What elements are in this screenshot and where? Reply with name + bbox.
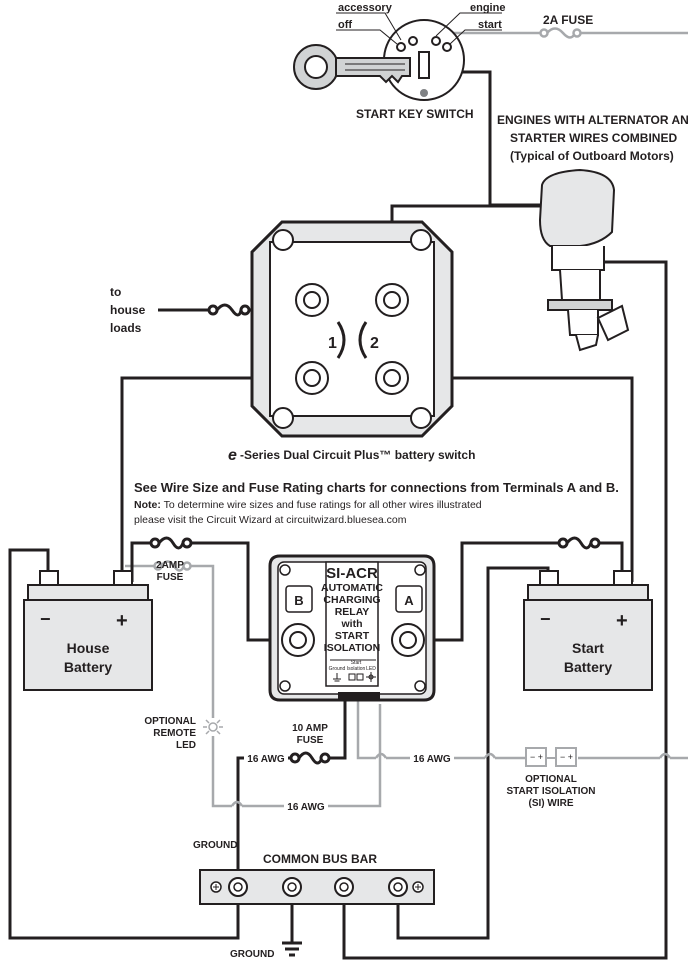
remote-led-line2: REMOTE: [153, 728, 196, 739]
start-battery-line1: Start: [572, 640, 604, 656]
note-line2: please visit the Circuit Wizard at circu…: [134, 514, 407, 526]
relay-line5: with: [341, 618, 363, 630]
ground-symbol-icon: [282, 941, 302, 957]
fuse-house-loads-symbol: [207, 303, 251, 317]
wire-label-16awg-a: 16 AWG: [247, 754, 285, 765]
fuse-10amp-line2: FUSE: [297, 735, 324, 746]
relay-terminal-b: B: [294, 593, 303, 608]
switch-circuit-1: 1: [328, 335, 337, 352]
fuse-2amp-line1: 2AMP: [156, 560, 184, 571]
battery-switch: [250, 220, 454, 438]
house-battery-neg: −: [40, 609, 51, 629]
start-battery-line2: Battery: [564, 659, 612, 675]
house-loads-line2: house: [110, 303, 146, 317]
si-wire-line2: START ISOLATION: [506, 786, 595, 797]
remote-led-line3: LED: [176, 740, 196, 751]
relay-pin-ground: Ground: [329, 666, 346, 672]
fuse-10amp-line1: 10 AMP: [292, 723, 328, 734]
si-wire-line1: OPTIONAL: [525, 774, 577, 785]
house-loads-line1: to: [110, 285, 121, 299]
si-acr-relay: [268, 554, 436, 702]
fuse-2amp-symbol: [153, 560, 192, 572]
si-wire-line3: (SI) WIRE: [529, 798, 574, 809]
ground-label-top: GROUND: [193, 840, 237, 851]
relay-line2: AUTOMATIC: [321, 582, 383, 594]
si-switch-symbols: − + − +: [525, 747, 577, 767]
wire-size-heading: See Wire Size and Fuse Rating charts for…: [134, 480, 619, 495]
note-line1: Note: To determine wire sizes and fuse r…: [134, 499, 482, 511]
ground-label-bottom: GROUND: [230, 949, 274, 960]
relay-line4: RELAY: [335, 606, 370, 618]
svg-text:− +: − +: [560, 752, 573, 762]
key-pos-start: start: [478, 19, 502, 31]
e-series-logo: e: [228, 447, 237, 464]
engine-note-line3: (Typical of Outboard Motors): [510, 149, 674, 163]
house-battery-line2: Battery: [64, 659, 112, 675]
start-battery-neg: −: [540, 609, 551, 629]
remote-led-line1: OPTIONAL: [144, 716, 196, 727]
relay-pin-icons: [333, 672, 376, 682]
fuse-house-batt-symbol: [149, 536, 193, 550]
house-battery-line1: House: [67, 640, 110, 656]
start-battery-pos: +: [616, 610, 628, 632]
engine-note-line1: ENGINES WITH ALTERNATOR AND: [497, 113, 688, 127]
key-pos-accessory: accessory: [338, 2, 393, 14]
relay-pin-start: Start: [351, 660, 362, 666]
fuse-start-batt-symbol: [557, 536, 601, 550]
engine-note-line2: STARTER WIRES COMBINED: [510, 131, 677, 145]
fuse-2a-symbol: [539, 27, 582, 39]
house-battery: [23, 570, 153, 691]
relay-pin-led: LED: [366, 666, 376, 672]
relay-line6: START: [335, 630, 370, 642]
wire-crossovers: [230, 752, 672, 807]
start-battery: [523, 570, 653, 691]
key-pos-off: off: [338, 19, 352, 31]
house-battery-pos: +: [116, 610, 128, 632]
relay-line1: SI-ACR: [326, 565, 378, 582]
relay-line7: ISOLATION: [324, 642, 380, 654]
common-bus-bar: [199, 869, 435, 905]
fuse-2amp-line2: FUSE: [157, 572, 184, 583]
key-pos-engine: engine: [470, 2, 505, 14]
wire-label-16awg-c: 16 AWG: [287, 802, 325, 813]
fuse-2a-label: 2A FUSE: [543, 13, 593, 27]
battery-switch-caption: -Series Dual Circuit Plus™ battery switc…: [240, 448, 475, 462]
outboard-motor-icon: [538, 168, 630, 352]
key-switch-title: START KEY SWITCH: [356, 107, 474, 121]
wire-label-16awg-b: 16 AWG: [413, 754, 451, 765]
house-loads-line3: loads: [110, 321, 142, 335]
fuse-10amp-symbol: [289, 751, 331, 765]
switch-circuit-2: 2: [370, 335, 379, 352]
relay-pin-isolation: Isolation: [347, 666, 366, 672]
relay-line3: CHARGING: [323, 594, 380, 606]
key-icon: [293, 44, 411, 90]
svg-text:− +: − +: [530, 752, 543, 762]
relay-terminal-a: A: [404, 593, 414, 608]
bus-bar-title: COMMON BUS BAR: [263, 852, 377, 866]
remote-led-icon: [203, 719, 223, 735]
